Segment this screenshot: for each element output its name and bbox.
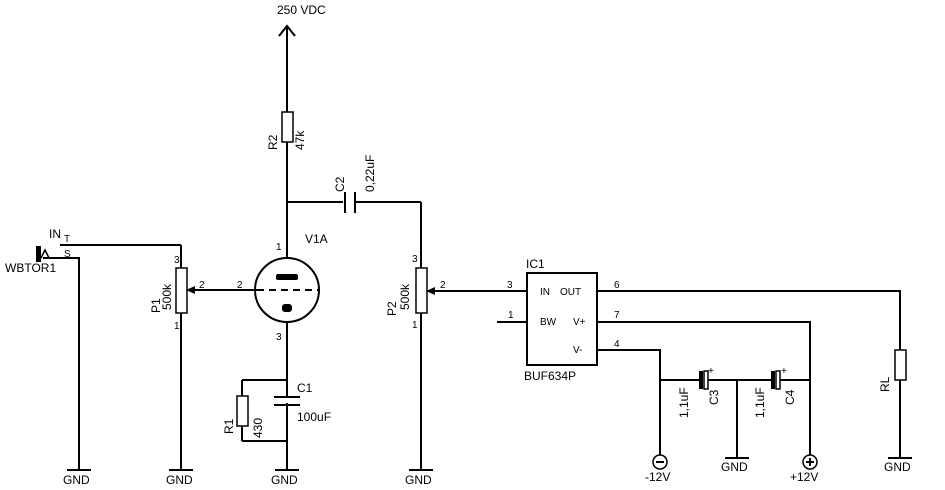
ic-label-vneg: V- [573, 345, 582, 356]
p1-pin2: 2 [199, 280, 205, 291]
r1-name: R1 [222, 418, 236, 434]
ic-pin-bw: 1 [508, 310, 514, 321]
c3-plate-pos [703, 370, 709, 390]
ic-body [526, 272, 598, 366]
ic-label-out: OUT [560, 287, 581, 298]
c3-plate-neg [699, 371, 703, 389]
rl-body [894, 349, 907, 381]
ic-pin-vneg: 4 [614, 339, 620, 350]
c3-value: 1,1uF [677, 387, 691, 418]
gnd-rl: GND [884, 457, 912, 474]
wire-ic-vneg [597, 349, 661, 455]
c4-pol: + [781, 366, 787, 377]
p2-body [415, 267, 428, 314]
gnd-cathode: GND [271, 469, 299, 487]
resistor-r2: R2 47k [266, 111, 307, 150]
hv-supply: 250 VDC [277, 3, 326, 112]
pos-12v-label: +12V [790, 470, 818, 484]
c4-plate-neg [771, 371, 775, 389]
tube-pin-plate: 1 [276, 242, 282, 253]
p1-wiper-arrow [186, 286, 195, 294]
wire-ic-out [597, 290, 901, 350]
tube-v1a: V1A 1 2 3 [237, 232, 328, 343]
r2-name: R2 [266, 134, 280, 150]
p1-value: 500k [160, 283, 174, 310]
potentiometer-p1: 3 2 1 P1 500k [149, 245, 257, 470]
gnd-label-mid: GND [721, 460, 748, 474]
resistor-r1: R1 430 [222, 379, 287, 442]
c3-pol: + [708, 366, 714, 377]
ic-pin-in: 3 [507, 280, 513, 291]
jack-pin-s: S [64, 249, 71, 260]
ic-label-in: IN [540, 287, 550, 298]
r1-body [236, 395, 249, 427]
neg-12v-label: -12V [645, 470, 670, 484]
jack-contact [40, 248, 50, 259]
gnd-label-p1: GND [166, 473, 193, 487]
supply-pos-12v: +12V [790, 454, 818, 484]
p2-wiper-arrow [426, 287, 435, 295]
input-label: IN [49, 227, 61, 241]
tube-plate [276, 274, 298, 280]
c3-name: C3 [707, 389, 721, 405]
ic-name: IC1 [526, 257, 545, 271]
plus-icon [802, 454, 818, 470]
c2-value: 0,22uF [363, 155, 377, 192]
wire-jack-gnd [43, 257, 80, 470]
p1-name: P1 [149, 298, 163, 313]
c4-value: 1,1uF [753, 387, 767, 418]
ic-buf634p: IC1 BUF634P IN OUT BW V+ V- 3 1 6 7 4 [497, 257, 620, 383]
ic-part: BUF634P [524, 369, 576, 383]
capacitor-c2: C2 0,22uF [333, 155, 421, 213]
gnd-p1: GND [166, 469, 193, 487]
wire-ic-vpos [597, 321, 811, 455]
gnd-label-p2: GND [405, 473, 432, 487]
c2-name: C2 [333, 176, 347, 192]
gnd-label-jack: GND [63, 473, 90, 487]
ic-pin-out: 6 [614, 280, 620, 291]
c1-gap [273, 397, 301, 403]
resistor-rl: RL [878, 349, 907, 458]
r2-body [281, 111, 294, 143]
tube-pin-grid: 2 [237, 280, 243, 291]
c1-name: C1 [297, 381, 313, 395]
p1-pin1: 1 [174, 321, 180, 332]
gnd-label-cathode: GND [271, 473, 298, 487]
gnd-label-rl: GND [884, 460, 911, 474]
minus-icon [652, 454, 668, 470]
gnd-jack: GND [63, 469, 91, 487]
rl-name: RL [878, 376, 892, 392]
p1-pin3: 3 [174, 255, 180, 266]
r1-value: 430 [251, 418, 265, 438]
supply-neg-12v: -12V [645, 454, 670, 484]
tube-pin-cathode: 3 [276, 332, 282, 343]
c4-plate-pos [775, 370, 781, 390]
jack-name: WBTOR1 [5, 261, 56, 275]
ic-label-vpos: V+ [573, 317, 586, 328]
gnd-p2: GND [405, 469, 433, 487]
tube-name: V1A [305, 232, 328, 246]
c1-value: 100uF [297, 410, 331, 424]
p2-value: 500k [398, 283, 412, 310]
input-label-sub: T [64, 234, 70, 245]
p2-name: P2 [385, 301, 399, 316]
hv-label: 250 VDC [277, 3, 326, 17]
capacitor-c1: C1 100uF [273, 381, 331, 424]
tube-cathode [282, 304, 292, 312]
capacitor-c4: + 1,1uF C4 [753, 366, 797, 418]
jack-body [36, 246, 41, 262]
p2-pin1: 1 [412, 320, 418, 331]
c4-name: C4 [783, 389, 797, 405]
ic-label-bw: BW [540, 317, 557, 328]
potentiometer-p2: 3 2 1 P2 500k [385, 254, 527, 470]
ic-pin-vpos: 7 [614, 310, 620, 321]
p2-pin3: 3 [412, 254, 418, 265]
input-jack: IN T S WBTOR1 [5, 227, 181, 470]
gnd-mid: GND [721, 457, 749, 474]
p2-pin2: 2 [440, 280, 446, 291]
r2-value: 47k [293, 130, 307, 150]
capacitor-c3: + 1,1uF C3 [677, 366, 721, 418]
p1-body [175, 267, 188, 314]
